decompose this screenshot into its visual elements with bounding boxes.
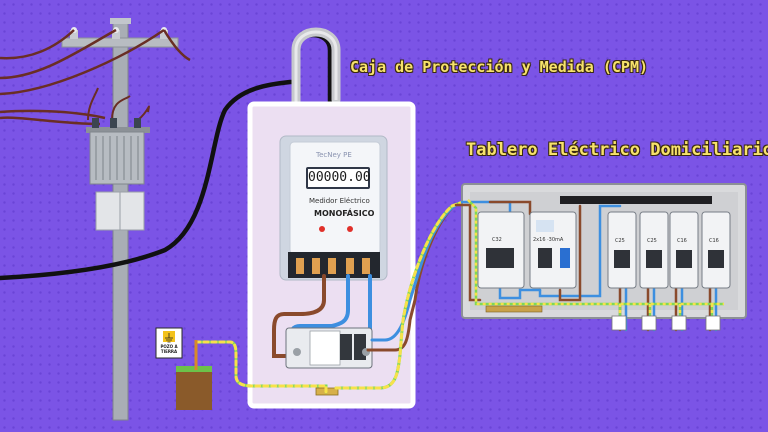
cpm-title: Caja de Protección y Medida (CPM): [350, 58, 649, 76]
meter-terminal-block: [288, 252, 380, 278]
cpm-breaker: [285, 327, 373, 369]
circuit-breaker: C16: [701, 211, 731, 289]
main-breaker: C32: [477, 211, 525, 289]
ground-wire: [194, 198, 470, 394]
tablero-title: Tablero Eléctrico Domiciliario: [466, 140, 768, 160]
main-breaker-label: C32: [492, 237, 502, 243]
indicator-led-right: [347, 226, 353, 232]
ground-sign-text: POZO A TIERRA: [160, 344, 178, 354]
output-terminals: [611, 315, 721, 331]
circuit-breaker-label: C25: [647, 238, 657, 244]
circuit-breaker: C25: [607, 211, 637, 289]
circuit-breaker: C16: [669, 211, 699, 289]
meter-brand: TecNey PE: [316, 151, 352, 159]
circuit-breaker-label: C16: [709, 238, 719, 244]
ground-sign: [155, 327, 183, 359]
meter-phase: MONOFÁSICO: [314, 209, 375, 218]
circuit-breaker-label: C16: [677, 238, 687, 244]
rcd-breaker: 2x16 ·30mA: [529, 211, 577, 289]
circuit-breaker: C25: [639, 211, 669, 289]
indicator-led-left: [319, 226, 325, 232]
overhead-lines: [0, 28, 191, 126]
pole-crossarm: [61, 27, 179, 48]
ground-pit: [176, 340, 212, 410]
circuit-breaker-label: C25: [615, 238, 625, 244]
circuit-breakers: C25 C25 C16 C16: [607, 211, 731, 289]
meter-display: 00000.00: [306, 167, 371, 189]
pole-distribution-box: [95, 191, 145, 231]
meter-label: Medidor Eléctrico: [309, 197, 370, 205]
rcd-label: 2x16 ·30mA: [533, 237, 564, 243]
utility-pole: [0, 18, 191, 421]
transformer: [86, 118, 150, 185]
